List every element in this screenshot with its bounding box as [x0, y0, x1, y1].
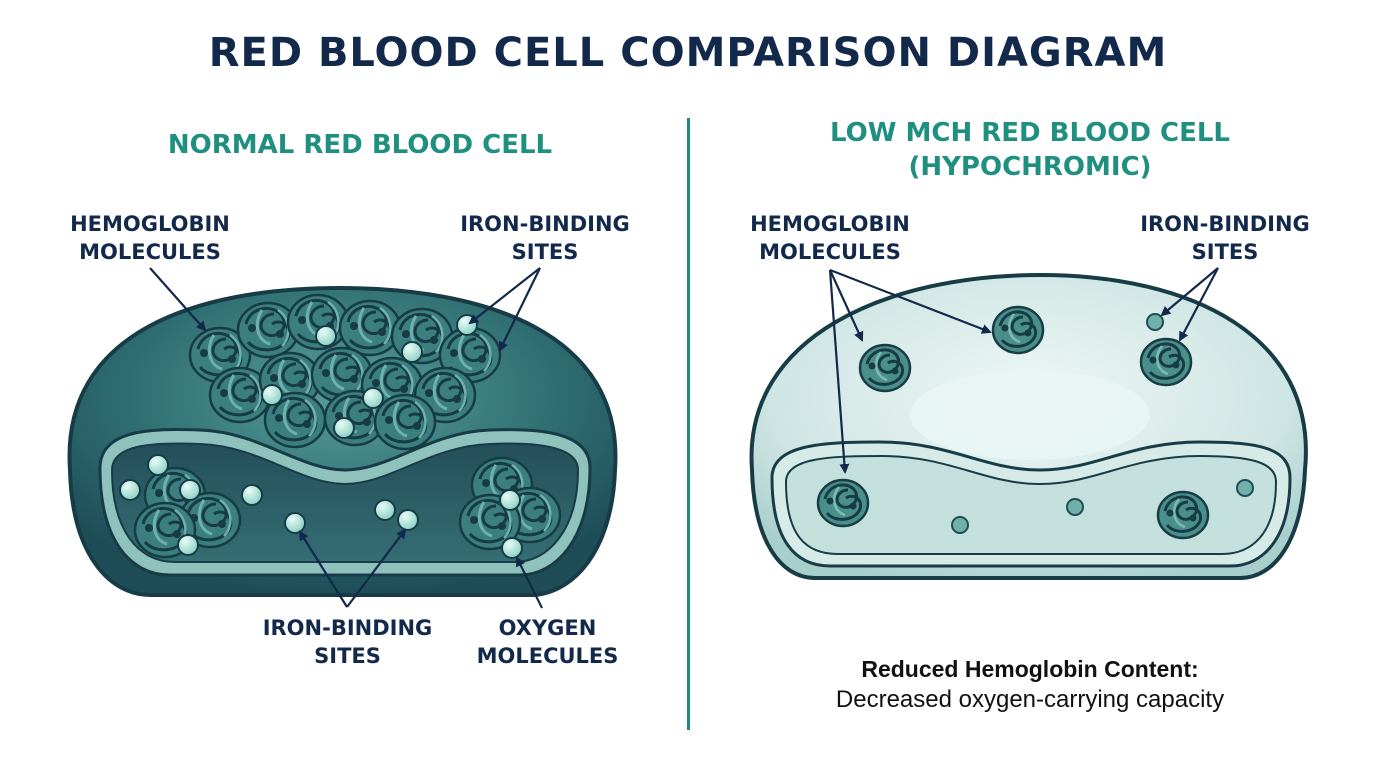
- reduced-hemoglobin-heading: Reduced Hemoglobin Content:: [861, 656, 1199, 682]
- normal-callouts: [149, 267, 543, 609]
- hypo-hemoglobin-3: [1139, 337, 1193, 387]
- hypo-callouts: [828, 267, 1219, 474]
- reduced-hemoglobin-body: Decreased oxygen-carrying capacity: [835, 686, 1225, 713]
- hypo-hemoglobin-4: [816, 478, 870, 528]
- hypo-hemoglobin-5: [1156, 490, 1210, 540]
- hypochromic-red-blood-cell: [749, 267, 1308, 580]
- page-title: RED BLOOD CELL COMPARISON DIAGRAM: [208, 30, 1168, 76]
- normal-cell-title: NORMAL RED BLOOD CELL: [167, 130, 553, 160]
- hypochromic-title-line-1: LOW MCH RED BLOOD CELL: [830, 118, 1230, 148]
- normal-red-blood-cell: [67, 267, 618, 609]
- hypochromic-cell-title: LOW MCH RED BLOOD CELL (HYPOCHROMIC): [740, 116, 1320, 184]
- hypo-hemoglobin-1: [858, 343, 912, 393]
- hypo-hemoglobin-2: [991, 305, 1045, 355]
- panel-divider: [687, 118, 690, 730]
- hypochromic-title-line-2: (HYPOCHROMIC): [908, 152, 1152, 182]
